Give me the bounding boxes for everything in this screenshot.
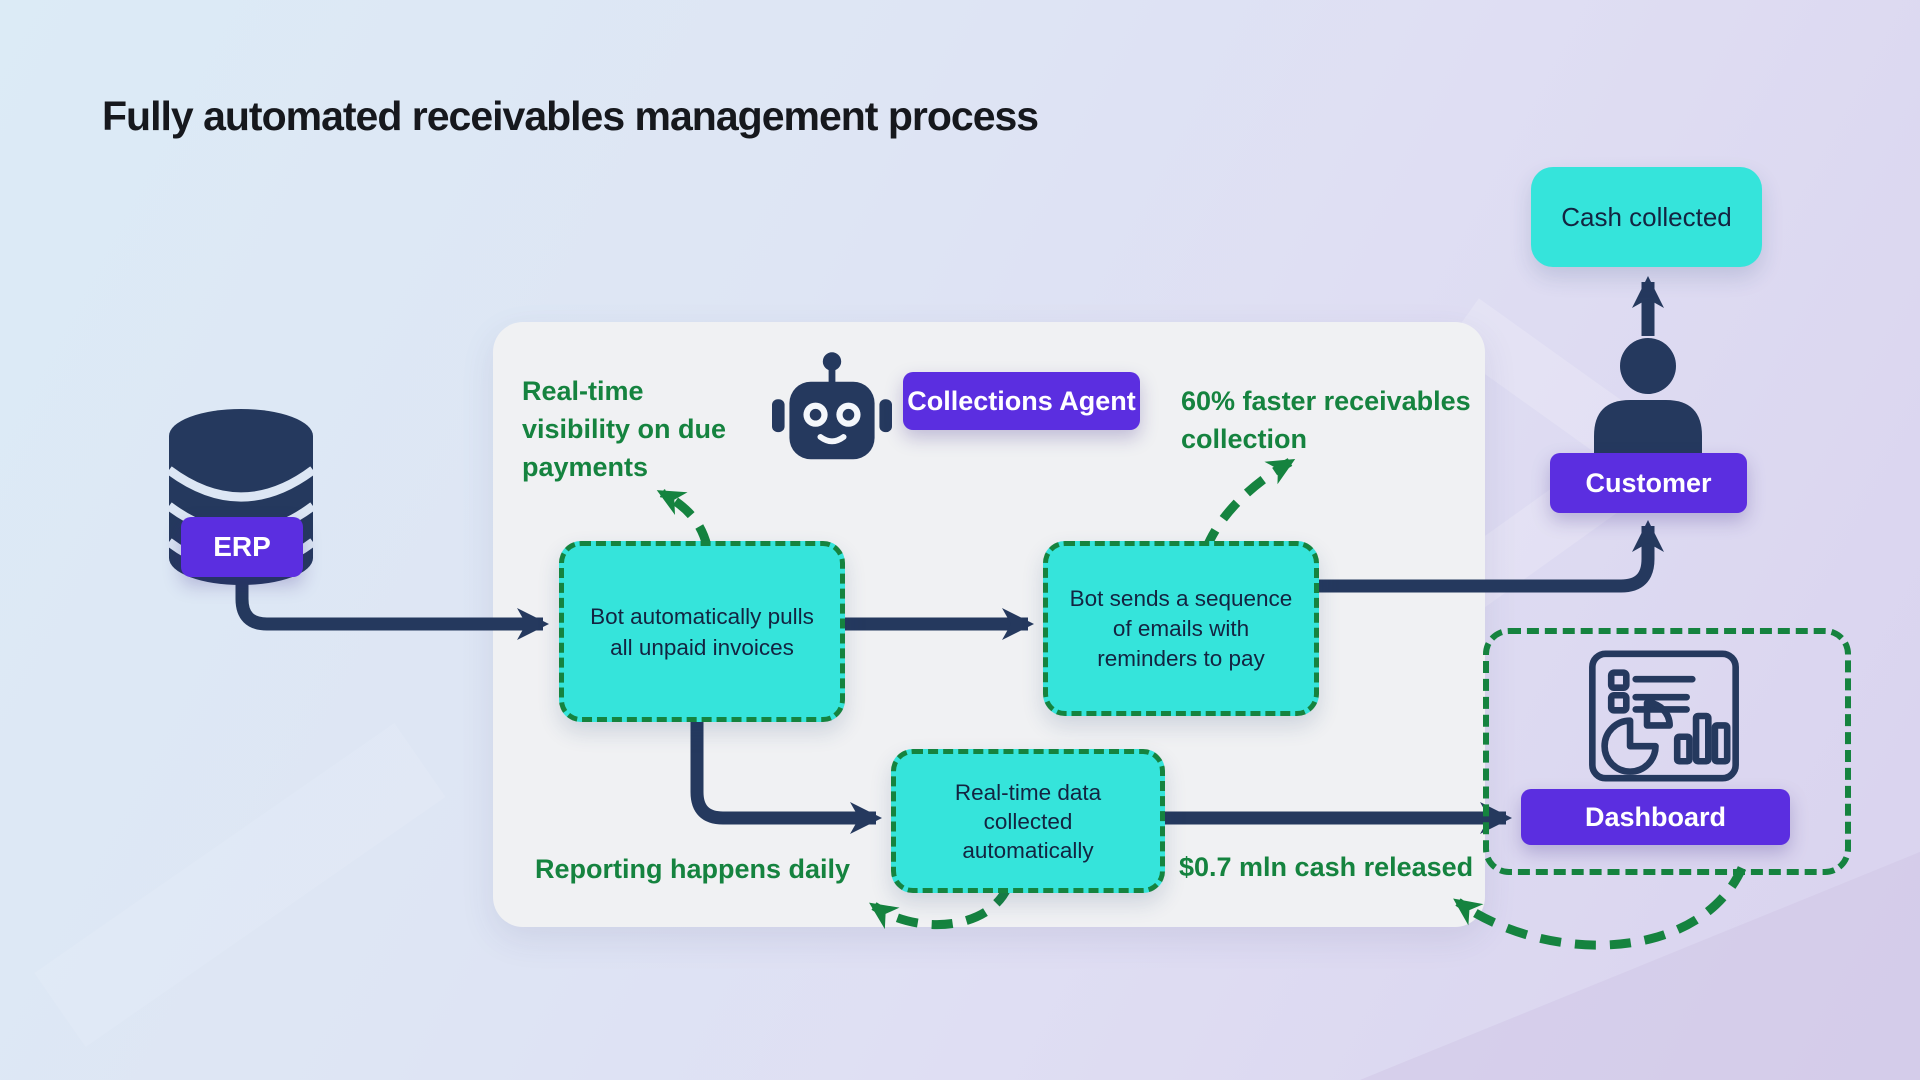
person-icon <box>1594 338 1702 464</box>
robot-icon <box>772 352 892 460</box>
note-reporting: Reporting happens daily <box>535 854 851 884</box>
dashboard-panel <box>1483 628 1851 875</box>
customer-badge: Customer <box>1550 453 1747 513</box>
step-collect-data: Real-time data collected automatically <box>891 749 1165 893</box>
collections-agent-label: Collections Agent <box>907 385 1136 416</box>
arrow-dashboard-to-cash-released-note <box>1453 866 1747 950</box>
dashboard-chart-icon <box>1589 650 1739 782</box>
note-faster: 60% faster receivables collection <box>1181 386 1471 454</box>
erp-badge: ERP <box>181 517 303 577</box>
step-pull-invoices: Bot automatically pulls all unpaid invoi… <box>559 541 845 722</box>
step-send-emails: Bot sends a sequence of emails with remi… <box>1043 541 1319 716</box>
collections-agent-badge: Collections Agent <box>903 372 1140 430</box>
dashboard-badge: Dashboard <box>1521 789 1790 845</box>
page-title: Fully automated receivables management p… <box>102 93 1039 139</box>
note-visibility: Real-time visibility on due payments <box>522 376 727 482</box>
cash-collected-box: Cash collected <box>1531 167 1762 267</box>
erp-label: ERP <box>213 531 271 562</box>
note-cash-released: $0.7 mln cash released <box>1179 852 1474 882</box>
